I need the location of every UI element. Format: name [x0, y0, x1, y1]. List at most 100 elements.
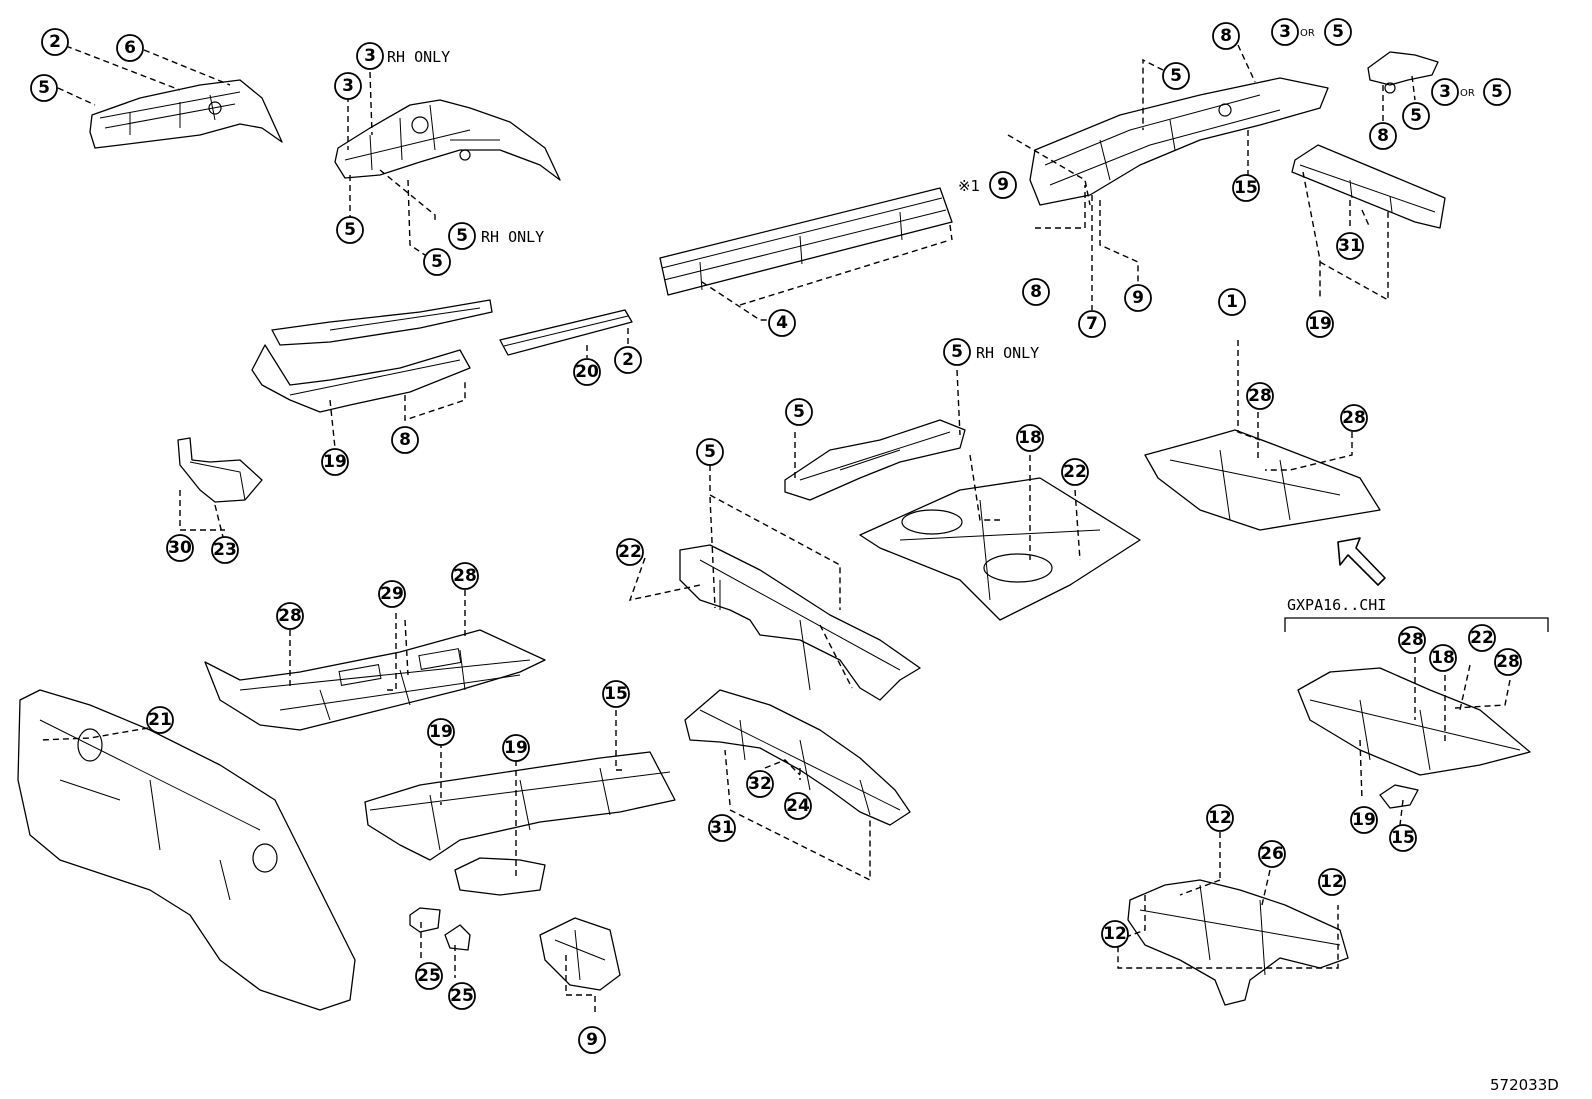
- svg-text:5: 5: [951, 342, 963, 362]
- svg-text:20: 20: [575, 362, 599, 382]
- callout-29: 29: [378, 580, 406, 608]
- svg-text:31: 31: [710, 818, 734, 838]
- callout-19: 19: [1350, 806, 1378, 834]
- callout-23: 23: [211, 536, 239, 564]
- callout-12: 12: [1101, 920, 1129, 948]
- svg-text:5: 5: [431, 252, 443, 272]
- svg-text:5: 5: [38, 78, 50, 98]
- callout-5: 5: [423, 248, 451, 276]
- callout-12: 12: [1318, 868, 1346, 896]
- svg-text:8: 8: [399, 430, 411, 450]
- rear-floor-member: [684, 689, 911, 826]
- svg-text:5: 5: [456, 226, 468, 246]
- callout-22: 22: [1061, 458, 1089, 486]
- svg-text:18: 18: [1431, 648, 1455, 668]
- callout-19: 19: [321, 448, 349, 476]
- callout-9: 9: [578, 1026, 606, 1054]
- svg-text:5: 5: [1410, 106, 1422, 126]
- callout-5: 5: [696, 438, 724, 466]
- callout-26: 26: [1258, 840, 1286, 868]
- svg-text:19: 19: [1308, 314, 1332, 334]
- small-bracket: [1367, 51, 1439, 94]
- callout-15: 15: [602, 680, 630, 708]
- svg-text:12: 12: [1208, 808, 1232, 828]
- floor-bracket: [177, 437, 263, 503]
- svg-text:21: 21: [148, 710, 172, 730]
- svg-text:3: 3: [1279, 22, 1291, 42]
- callout-22: 22: [616, 538, 644, 566]
- svg-text:19: 19: [504, 738, 528, 758]
- callout-5: 5: [30, 74, 58, 102]
- svg-text:12: 12: [1103, 924, 1127, 944]
- small-rail: [499, 309, 633, 356]
- svg-text:7: 7: [1086, 314, 1098, 334]
- rear-floor-side-member: [1291, 144, 1446, 229]
- callout-30: 30: [166, 534, 194, 562]
- svg-text:28: 28: [1248, 386, 1272, 406]
- svg-text:30: 30: [168, 538, 192, 558]
- bracket-25a: [409, 907, 441, 933]
- callout-9: 9: [1124, 284, 1152, 312]
- variant-bracket: [1284, 617, 1549, 632]
- callout-8: 8: [1212, 22, 1240, 50]
- svg-text:1: 1: [1226, 292, 1238, 312]
- svg-text:28: 28: [278, 606, 302, 626]
- floor-crossmember: [364, 751, 676, 861]
- callout-28: 28: [1340, 404, 1368, 432]
- bracket-15: [1379, 784, 1419, 809]
- callout-28: 28: [1246, 382, 1274, 410]
- note-rh-only: RH ONLY: [976, 344, 1039, 362]
- svg-text:9: 9: [997, 175, 1009, 195]
- callout-5: 5: [785, 398, 813, 426]
- svg-text:22: 22: [618, 542, 642, 562]
- callout-25: 25: [415, 962, 443, 990]
- svg-text:8: 8: [1030, 282, 1042, 302]
- svg-text:26: 26: [1260, 844, 1284, 864]
- svg-text:5: 5: [1491, 82, 1503, 102]
- callout-22: 22: [1468, 624, 1496, 652]
- callout-19: 19: [1306, 310, 1334, 338]
- callout-19: 19: [427, 718, 455, 746]
- svg-text:32: 32: [748, 774, 772, 794]
- callout-1: 1: [1218, 288, 1246, 316]
- callout-5: 5: [1324, 18, 1352, 46]
- svg-text:15: 15: [604, 684, 628, 704]
- variant-label: GXPA16..CHI: [1287, 596, 1386, 614]
- diagram-id: 572033D: [1490, 1076, 1559, 1094]
- svg-text:2: 2: [49, 32, 61, 52]
- center-floor-pan: [859, 477, 1141, 621]
- callout-8: 8: [1022, 278, 1050, 306]
- callout-28: 28: [276, 602, 304, 630]
- callout-5: 5: [1483, 78, 1511, 106]
- svg-text:19: 19: [1352, 810, 1376, 830]
- svg-text:23: 23: [213, 540, 237, 560]
- callout-31: 31: [708, 814, 736, 842]
- callout-24: 24: [784, 792, 812, 820]
- callout-3: 3: [1271, 18, 1299, 46]
- floor-reinforcement: [454, 857, 546, 896]
- callout-12: 12: [1206, 804, 1234, 832]
- svg-text:28: 28: [1342, 408, 1366, 428]
- svg-text:5: 5: [704, 442, 716, 462]
- callout-19: 19: [502, 734, 530, 762]
- front-apron-assembly: [334, 99, 561, 181]
- svg-text:5: 5: [1170, 66, 1182, 86]
- callout-21: 21: [146, 706, 174, 734]
- svg-text:2: 2: [622, 350, 634, 370]
- svg-text:6: 6: [124, 38, 136, 58]
- callout-28: 28: [451, 562, 479, 590]
- rocker-rail: [659, 187, 953, 296]
- svg-text:18: 18: [1018, 428, 1042, 448]
- callout-8: 8: [1369, 122, 1397, 150]
- svg-text:22: 22: [1063, 462, 1087, 482]
- svg-text:12: 12: [1320, 872, 1344, 892]
- callout-28: 28: [1494, 648, 1522, 676]
- svg-text:3: 3: [1439, 82, 1451, 102]
- svg-text:22: 22: [1470, 628, 1494, 648]
- callout-20: 20: [573, 358, 601, 386]
- front-side-member: [1029, 77, 1329, 206]
- callout-32: 32: [746, 770, 774, 798]
- callout-31: 31: [1336, 232, 1364, 260]
- note-rh-only: RH ONLY: [387, 48, 450, 66]
